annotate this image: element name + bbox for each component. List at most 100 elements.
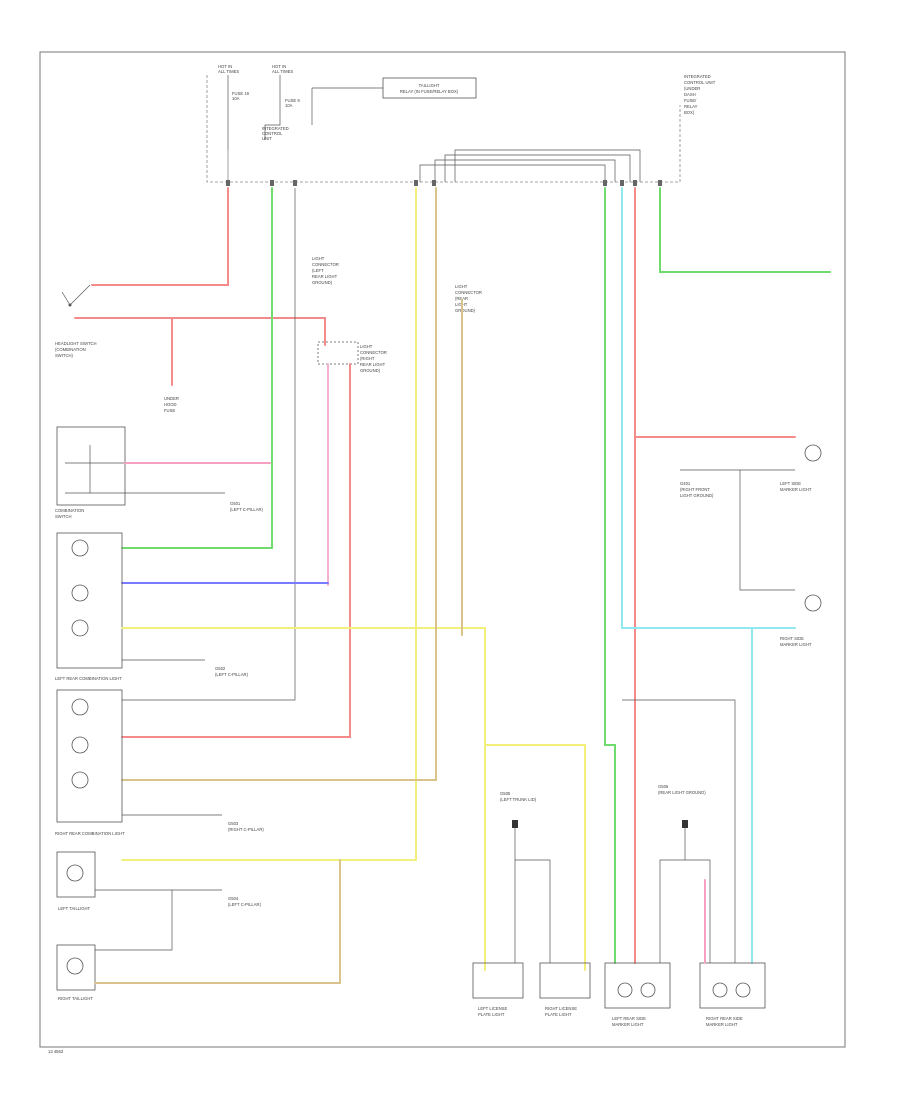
right-taillight-bulb	[66, 957, 84, 975]
ground-g5-label-2: (LEFT TRUNK LID)	[500, 797, 537, 802]
light-connector-b-3: (RIGHT	[360, 356, 375, 361]
light-connector-b-5: GROUND)	[360, 368, 381, 373]
wire-green-main	[121, 187, 273, 549]
fuse-left-label-1: HOT IN	[218, 64, 232, 69]
left-license-label-2: PLATE LIGHT	[478, 1012, 505, 1017]
fuse-left-sub-2: 10A	[232, 96, 240, 101]
combination-switch-box	[56, 426, 126, 506]
right-rear-bulb-3	[71, 771, 89, 789]
wire-green-right	[659, 187, 831, 273]
ground-g5-label-1: G505	[500, 791, 511, 796]
wire-yellow-left-rear	[121, 627, 486, 971]
ground-g2-label-1: G502	[215, 666, 226, 671]
wire-cyan-right	[621, 187, 796, 629]
bus-line-1	[434, 159, 616, 182]
wire-gray-connector	[122, 188, 296, 701]
fuse-right-label-1: HOT IN	[272, 64, 286, 69]
left-side-marker-label-2: MARKER LIGHT	[780, 487, 812, 492]
fuse-right-sub-2: 10A	[285, 103, 293, 108]
headlight-switch-pivot	[68, 303, 72, 307]
right-license-label-2: PLATE LIGHT	[545, 1012, 572, 1017]
wire-gray-right	[622, 699, 736, 963]
light-connector-b-2: CONNECTOR	[360, 350, 387, 355]
bus-line-2	[419, 164, 606, 182]
right-side-marker-label-2: MARKER LIGHT	[780, 642, 812, 647]
ground-g5-symbol	[512, 820, 518, 828]
light-connector-b-4: REAR LIGHT	[360, 362, 386, 367]
right-module-label-4: DASH	[684, 92, 696, 97]
taillight-relay-label-2: RELAY (IN FUSE/RELAY BOX)	[400, 89, 459, 94]
right-rear-side-box	[699, 962, 766, 1009]
left-rear-side-box	[604, 962, 671, 1009]
right-rear-side-bulb-2	[735, 982, 751, 998]
under-hood-label-2: HOOD	[164, 402, 177, 407]
right-rear-bulb-2	[71, 736, 89, 754]
wire-red-main	[74, 317, 326, 346]
fuse-right-line	[264, 75, 281, 140]
wire-tan-main	[121, 187, 437, 781]
light-connector-c-5: GROUND)	[455, 308, 476, 313]
wire-yellow-main	[121, 187, 417, 861]
right-rear-combination-label: RIGHT REAR COMBINATION LIGHT	[55, 831, 125, 836]
module-connector-pins	[226, 180, 662, 186]
ground-g6-label-2: (REAR LIGHT GROUND)	[658, 790, 706, 795]
light-connector-c-2: CONNECTOR	[455, 290, 482, 295]
wire-tan-right-tail	[94, 859, 341, 984]
light-connector-a-3: (LEFT	[312, 268, 324, 273]
fuse-right-sub-1: FUSE 9	[285, 98, 300, 103]
ground-g1-label-1: G501	[230, 501, 241, 506]
bus-line-3	[444, 154, 631, 182]
ground-g1-label-2: (LEFT C-PILLAR)	[230, 507, 264, 512]
ground-right-mid-label-1: G401	[680, 481, 691, 486]
wire-red-to-right-rear	[121, 363, 351, 738]
light-connector-c-1: LIGHT	[455, 284, 468, 289]
left-rear-side-bulb-1	[617, 982, 633, 998]
light-connector-a-4: REAR LIGHT	[312, 274, 338, 279]
right-module-label-1: INTEGRATED	[684, 74, 711, 79]
right-module-label-5: FUSE/	[684, 98, 697, 103]
right-rear-bulb-1	[71, 698, 89, 716]
taillight-relay-label-1: TAILLIGHT	[419, 83, 440, 88]
wire-rear-side-ground	[659, 820, 711, 963]
ground-g3-label-1: G503	[228, 821, 239, 826]
ground-g3-label-2: (RIGHT C-PILLAR)	[228, 827, 264, 832]
right-license-label-1: RIGHT LICENSE	[545, 1006, 577, 1011]
right-side-marker-label-1: RIGHT SIDE	[780, 636, 804, 641]
right-module-label-7: BOX)	[684, 110, 695, 115]
footer-code: 13 4563	[48, 1049, 64, 1054]
right-rear-marker-bulb	[804, 594, 822, 612]
light-connector-a-1: LIGHT	[312, 256, 325, 261]
light-connector-a-2: CONNECTOR	[312, 262, 339, 267]
wire-red-switch-feed	[91, 187, 229, 286]
light-connector-b-1: LIGHT	[360, 344, 373, 349]
fuse-right-label-2: ALL TIMES	[272, 69, 293, 74]
right-module-label-3: (UNDER	[684, 86, 700, 91]
fuse-left-label-2: ALL TIMES	[218, 69, 239, 74]
right-taillight-label: RIGHT TAILLIGHT	[58, 996, 93, 1001]
module-label-2: CONTROL	[262, 131, 283, 136]
right-rear-combination-box	[56, 689, 123, 823]
under-hood-label-3: FUSE	[164, 408, 175, 413]
right-rear-side-label-2: MARKER LIGHT	[706, 1022, 738, 1027]
right-module-label-2: CONTROL UNIT	[684, 80, 716, 85]
wire-green-mid	[604, 187, 616, 964]
module-label-3: UNIT	[262, 136, 272, 141]
left-rear-side-bulb-2	[640, 982, 656, 998]
under-hood-label-1: UNDER	[164, 396, 179, 401]
left-rear-combination-box	[56, 532, 123, 669]
headlight-switch-label-2: (COMBINATION	[55, 347, 86, 352]
wire-license-ground	[514, 820, 551, 963]
left-side-marker-label-1: LEFT SIDE	[780, 481, 801, 486]
left-rear-side-label-2: MARKER LIGHT	[612, 1022, 644, 1027]
light-connector-b-box	[317, 341, 359, 365]
wire-gray-mid	[739, 470, 795, 591]
left-taillight-bulb	[66, 864, 84, 882]
combination-switch-label-2: SWITCH	[55, 514, 72, 519]
headlight-switch-label-3: SWITCH)	[55, 353, 74, 358]
right-front-marker-bulb	[804, 444, 822, 462]
bus-line-4	[454, 149, 641, 182]
ground-g6-label-1: G506	[658, 784, 669, 789]
left-license-box	[472, 962, 524, 999]
headlight-switch-label-1: HEADLIGHT SWITCH	[55, 341, 97, 346]
diagram-frame	[39, 51, 846, 1048]
